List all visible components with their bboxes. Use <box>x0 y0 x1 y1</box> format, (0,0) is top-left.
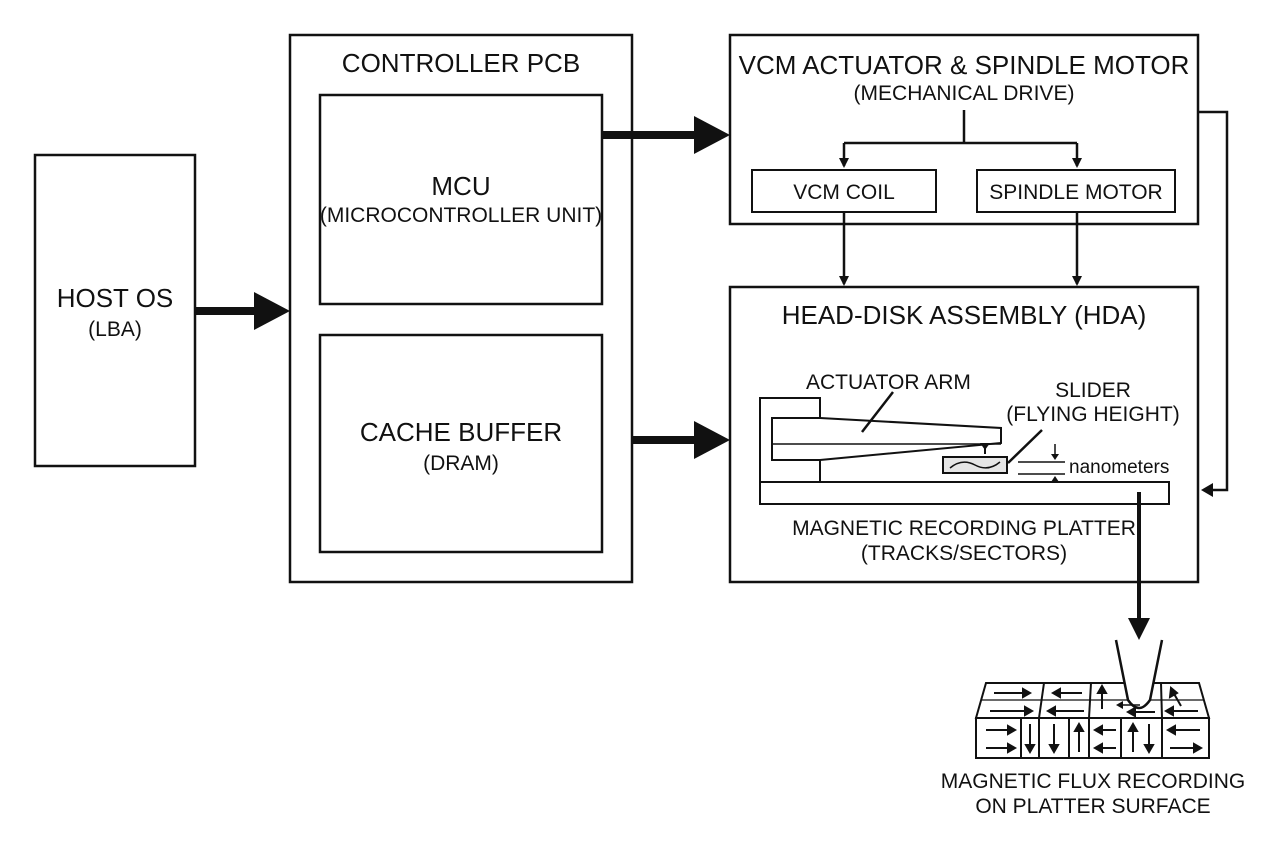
cache-buffer-title: CACHE BUFFER <box>360 417 562 447</box>
host-os-block: HOST OS (LBA) <box>33 153 197 468</box>
arrow-cache-to-hda <box>632 421 730 459</box>
spindle-motor-label: SPINDLE MOTOR <box>989 181 1162 204</box>
mechanical-drive-subtitle: (MECHANICAL DRIVE) <box>854 82 1075 105</box>
platter-subtitle: (TRACKS/SECTORS) <box>861 542 1067 565</box>
arrow-host-to-controller <box>196 292 290 330</box>
flux-label-line1: MAGNETIC FLUX RECORDING <box>941 770 1246 793</box>
mcu-block: MCU (MICROCONTROLLER UNIT) <box>318 93 604 306</box>
actuator-arm-label: ACTUATOR ARM <box>806 371 971 394</box>
platter-shape <box>759 481 1170 505</box>
vcm-coil-label: VCM COIL <box>793 181 895 204</box>
arrow-platter-to-flux <box>1128 492 1150 640</box>
actuator-arm-shape <box>771 417 1002 461</box>
hda-block: HEAD-DISK ASSEMBLY (HDA) ACTUATOR ARM SL… <box>728 285 1200 584</box>
controller-pcb-title: CONTROLLER PCB <box>342 48 580 78</box>
controller-pcb-block: CONTROLLER PCB MCU (MICROCONTROLLER UNIT… <box>288 33 634 584</box>
cache-buffer-subtitle: (DRAM) <box>423 452 499 475</box>
mechanical-drive-block: VCM ACTUATOR & SPINDLE MOTOR (MECHANICAL… <box>728 33 1200 226</box>
flying-height-indicator <box>1018 444 1065 492</box>
flux-label-line2: ON PLATTER SURFACE <box>975 795 1210 818</box>
cache-buffer-block: CACHE BUFFER (DRAM) <box>318 333 604 554</box>
slider-shape <box>942 456 1008 474</box>
arrow-mechanical-to-platter <box>1198 110 1229 497</box>
mechanical-drive-title: VCM ACTUATOR & SPINDLE MOTOR <box>739 50 1190 80</box>
mcu-subtitle: (MICROCONTROLLER UNIT) <box>320 204 602 227</box>
host-os-subtitle: (LBA) <box>88 318 142 341</box>
split-connector <box>839 110 1082 168</box>
slider-label: SLIDER <box>1055 379 1131 402</box>
spindle-motor-block: SPINDLE MOTOR <box>976 169 1176 213</box>
mcu-title: MCU <box>431 171 490 201</box>
arrow-mcu-to-mechanical <box>602 116 730 154</box>
flying-height-label: (FLYING HEIGHT) <box>1006 403 1179 426</box>
head-tip <box>1114 639 1164 710</box>
vcm-coil-block: VCM COIL <box>751 169 937 213</box>
platter-title: MAGNETIC RECORDING PLATTER <box>792 517 1136 540</box>
slider-leader <box>1007 429 1043 464</box>
nanometers-label: nanometers <box>1069 457 1169 478</box>
actuator-arm-leader <box>861 391 894 433</box>
host-os-title: HOST OS <box>57 283 174 313</box>
flux-block <box>974 639 1211 759</box>
hda-title: HEAD-DISK ASSEMBLY (HDA) <box>782 300 1147 330</box>
